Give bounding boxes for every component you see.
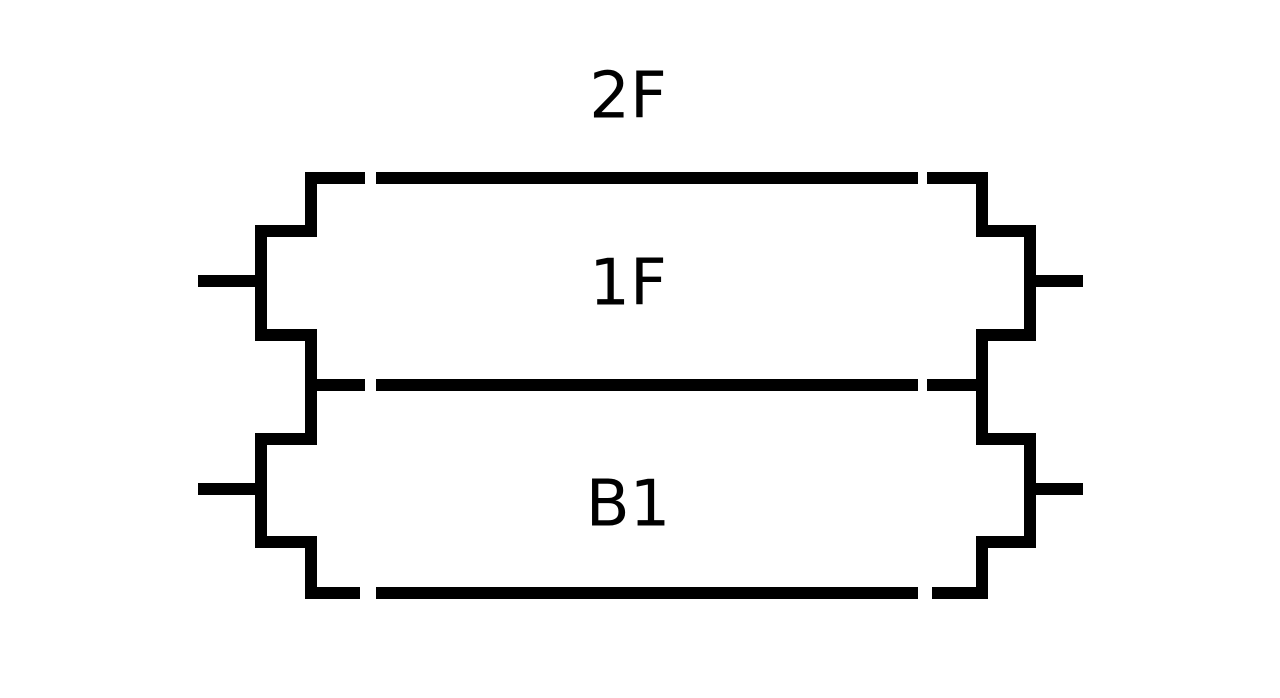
right-wall-lower [976, 385, 1036, 599]
left-wall-lower [255, 385, 317, 599]
floor-label-1f: 1F [589, 247, 667, 321]
floor-label-b1: B1 [586, 468, 671, 542]
left-wall-upper [255, 178, 317, 385]
floor-label-2f: 2F [589, 60, 667, 134]
right-wall-upper [976, 172, 1036, 385]
